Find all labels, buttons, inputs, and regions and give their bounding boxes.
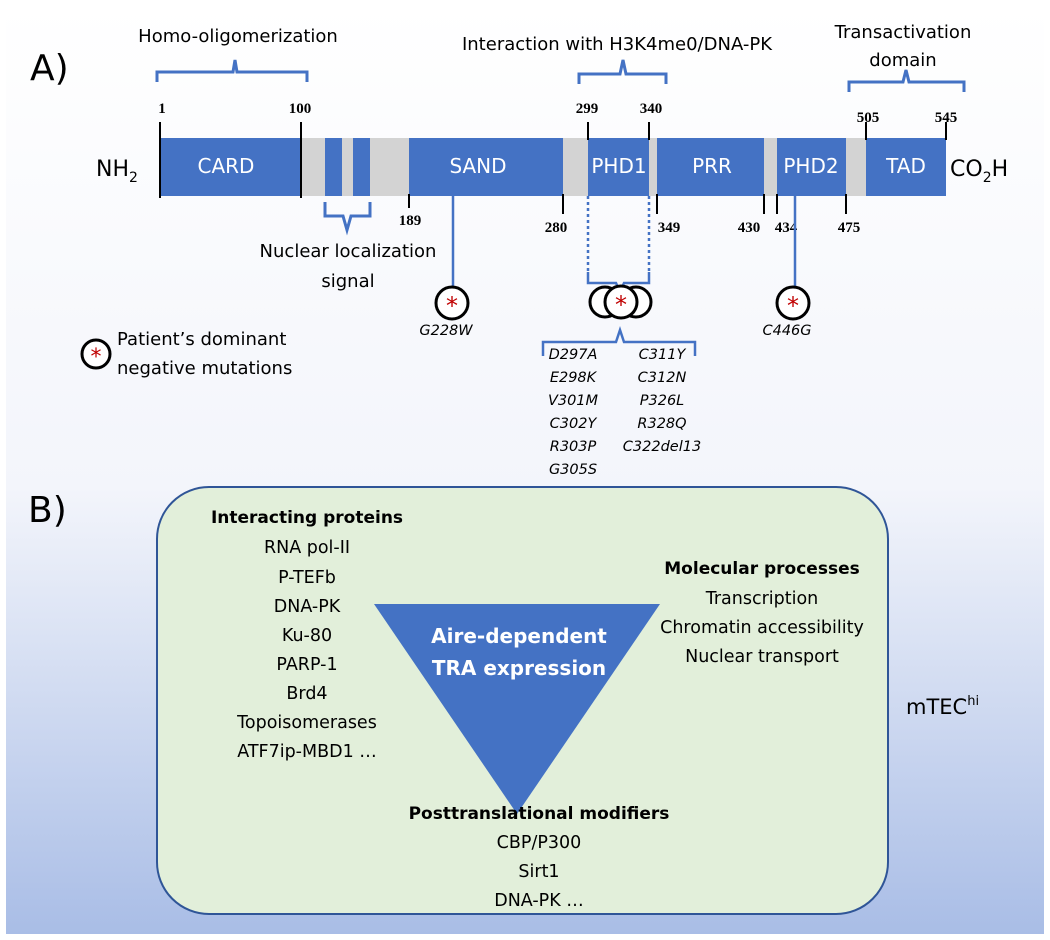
prr-domain [657,138,764,196]
position-1: 1 [158,101,166,117]
phd2-mutation-marker [775,285,811,321]
c-terminus-label: CO2H [950,157,1008,186]
protein-item: ATF7ip-MBD1 … [237,742,377,762]
sand-mutation-marker [434,285,470,321]
mutation-label: V301M [548,393,599,409]
position-100: 100 [289,101,312,117]
phd1-mutation-list-bracket [541,326,697,356]
phd1-label: PHD1 [591,154,646,178]
phd1-mutation-list-col2: C311Y C312N P326L R328Q C322del13 [623,347,701,455]
molecular-processes-heading: Molecular processes [664,559,859,579]
mutation-label: E298K [550,370,598,386]
phd1-mutation-range [586,196,651,272]
transactivation-bracket [847,69,966,92]
phd2-label: PHD2 [783,154,838,178]
phd2-domain [777,138,846,196]
process-item: Chromatin accessibility [660,618,864,638]
sand-mutation-label: G228W [419,323,473,339]
molecular-processes-list: Transcription Chromatin accessibility Nu… [660,589,864,667]
homo-oligomerization-bracket [155,59,309,82]
ptm-list: CBP/P300 Sirt1 DNA-PK … [494,833,584,911]
position-299: 299 [576,101,599,117]
sand-mutation-asterisk: * [446,292,458,320]
ptm-item: CBP/P300 [497,833,582,853]
position-280: 280 [545,220,568,236]
center-label-line1: Aire-dependent [431,624,607,648]
phd1-mutation-list-col1: D297A E298K V301M C302Y R303P G305S [548,347,599,478]
tad-label: TAD [885,154,926,178]
bottom-position-ticks [408,194,847,214]
phd1-domain [588,138,649,196]
protein-item: DNA-PK [274,597,341,617]
position-475: 475 [838,220,861,236]
top-position-ticks [159,122,947,198]
interacting-proteins-heading: Interacting proteins [211,508,403,528]
prr-label: PRR [692,154,732,178]
card-domain [160,138,301,196]
ptm-item: Sirt1 [518,862,559,882]
position-545: 545 [935,110,958,126]
nls-label-line1: Nuclear localization [260,241,437,262]
mutation-label: C311Y [639,347,687,363]
mutation-label: C302Y [550,416,598,432]
legend-label-line2: negative mutations [117,358,292,379]
mutation-label: R303P [550,439,597,455]
process-item: Transcription [705,589,819,609]
position-189: 189 [399,213,422,229]
ptm-item: DNA-PK … [494,891,584,911]
phd2-mutation-asterisk: * [787,292,799,320]
transactivation-label-line2: domain [869,50,936,71]
mutation-label: D297A [549,347,598,363]
mutation-label: C322del13 [623,439,701,455]
transactivation-label-line1: Transactivation [834,22,972,43]
sand-domain [409,138,563,196]
legend-label-line1: Patient’s dominant [117,329,286,350]
ptm-heading: Posttranslational modifiers [409,804,670,824]
tad-domain [866,138,946,196]
protein-item: RNA pol-II [264,538,350,558]
legend-mutation-marker [80,338,112,370]
position-505: 505 [857,110,880,126]
protein-item: Ku-80 [282,626,332,646]
phd1-mutation-markers [588,284,653,320]
nls-label-line2: signal [321,271,374,292]
nls-segment-2 [353,138,370,196]
center-label-line2: TRA expression [432,656,606,680]
mutation-label: R328Q [637,416,686,432]
legend-asterisk: * [91,345,102,370]
h3k4-interaction-label: Interaction with H3K4me0/DNA-PK [462,34,773,55]
sand-label: SAND [449,154,506,178]
protein-item: Topoisomerases [236,713,377,733]
n-terminus-label: NH2 [96,157,138,186]
mutation-label: C312N [638,370,687,386]
position-340: 340 [640,101,663,117]
mutation-label: P326L [640,393,685,409]
h3k4-bracket [577,59,668,84]
protein-item: PARP-1 [276,655,337,675]
panel-b-label: B) [28,490,67,531]
position-430: 430 [738,220,761,236]
nls-bracket [323,202,372,236]
aire-triangle [374,604,660,814]
nls-segment-1 [325,138,342,196]
protein-item: Brd4 [286,684,327,704]
process-item: Nuclear transport [685,647,839,667]
homo-oligomerization-label: Homo-oligomerization [138,26,338,47]
phd2-mutation-label: C446G [762,323,811,339]
card-label: CARD [198,154,255,178]
position-349: 349 [658,220,681,236]
phd1-mutation-asterisk: * [615,291,627,319]
mutation-label: G305S [549,462,597,478]
mtec-label: mTEChi [906,694,979,719]
position-434: 434 [775,220,798,236]
protein-item: P-TEFb [278,568,336,588]
interacting-proteins-list: RNA pol-II P-TEFb DNA-PK Ku-80 PARP-1 Br… [236,538,377,762]
panel-a-label: A) [30,48,69,89]
